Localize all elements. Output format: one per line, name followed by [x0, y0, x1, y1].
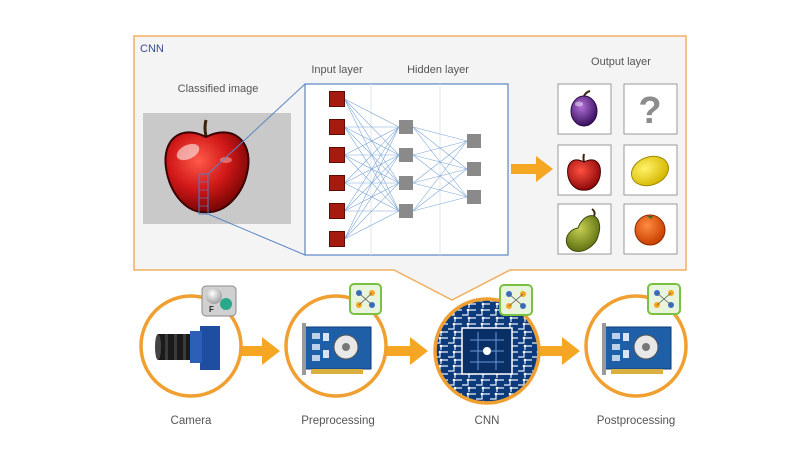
network-connection: [344, 126, 400, 156]
circuit-chip-icon: [461, 327, 513, 375]
hidden-neuron: [399, 148, 413, 162]
processing-pipeline: F Camera: [139, 283, 688, 427]
processing-board-icon: [602, 323, 672, 375]
apple-icon: [567, 153, 601, 191]
output-arrow: [511, 156, 553, 182]
svg-text:F: F: [209, 305, 214, 314]
network-connection: [412, 140, 468, 212]
lemon-icon: [631, 155, 669, 187]
network-connection: [344, 126, 400, 184]
stage-preprocessing: Preprocessing: [284, 283, 388, 427]
apple-illustration: [164, 119, 250, 215]
network-connection: [344, 98, 400, 128]
hidden-neuron: [399, 176, 413, 190]
input-neuron: [329, 203, 345, 219]
arrow-camera-to-preprocessing: [240, 337, 280, 365]
network-connection: [344, 210, 400, 240]
input-neuron: [329, 119, 345, 135]
stage-label-postprocessing: Postprocessing: [597, 415, 676, 427]
hidden-neuron: [467, 134, 481, 148]
output-grid: ?: [557, 83, 678, 255]
orange-icon: [634, 214, 666, 246]
feature-badge-icon: F: [201, 285, 237, 317]
hidden-layer-label: Hidden layer: [407, 64, 469, 76]
hidden-neuron: [467, 190, 481, 204]
input-layer-label: Input layer: [311, 64, 363, 76]
network-badge-icon: [349, 283, 382, 315]
input-neuron: [329, 175, 345, 191]
network-connections: [344, 98, 468, 240]
input-neuron: [329, 147, 345, 163]
input-neuron: [329, 231, 345, 247]
output-cell-unknown: [623, 83, 678, 135]
arrow-preprocessing-to-cnn: [386, 337, 428, 365]
network-connection: [412, 140, 468, 184]
network-connection: [412, 126, 468, 142]
question-mark-icon: ?: [638, 90, 661, 132]
network-connection: [344, 154, 400, 240]
network-badge-icon: [647, 283, 681, 315]
classified-image: [143, 83, 306, 256]
cnn-panel: CNN Classified image Input layer Hidden …: [133, 35, 687, 301]
network-connection: [412, 168, 468, 212]
hidden-neuron: [399, 204, 413, 218]
stage-label-preprocessing: Preprocessing: [301, 415, 375, 427]
arrow-cnn-to-postprocessing: [540, 337, 580, 365]
panel-title: CNN: [140, 43, 164, 55]
processing-board-icon: [302, 323, 372, 375]
stage-cnn: CNN: [433, 284, 541, 427]
network-connection: [344, 126, 400, 240]
network-badge-icon: [499, 284, 533, 316]
network-connection: [344, 182, 400, 240]
stage-label-camera: Camera: [171, 415, 213, 427]
stage-camera: F Camera: [139, 285, 243, 427]
network-connection: [412, 196, 468, 212]
network-connection: [344, 126, 400, 212]
stage-postprocessing: Postprocessing: [584, 283, 688, 427]
plum-icon: [570, 90, 598, 127]
camera-icon: [155, 326, 220, 370]
input-neuron: [329, 91, 345, 107]
classified-image-label: Classified image: [178, 83, 259, 95]
hidden-neuron: [399, 120, 413, 134]
network-connection: [412, 140, 468, 156]
stage-label-cnn: CNN: [475, 415, 500, 427]
pear-icon: [565, 208, 601, 252]
network-neurons: [329, 91, 481, 247]
neural-network: [304, 83, 509, 256]
hidden-neuron: [467, 162, 481, 176]
output-layer-label: Output layer: [591, 56, 651, 68]
